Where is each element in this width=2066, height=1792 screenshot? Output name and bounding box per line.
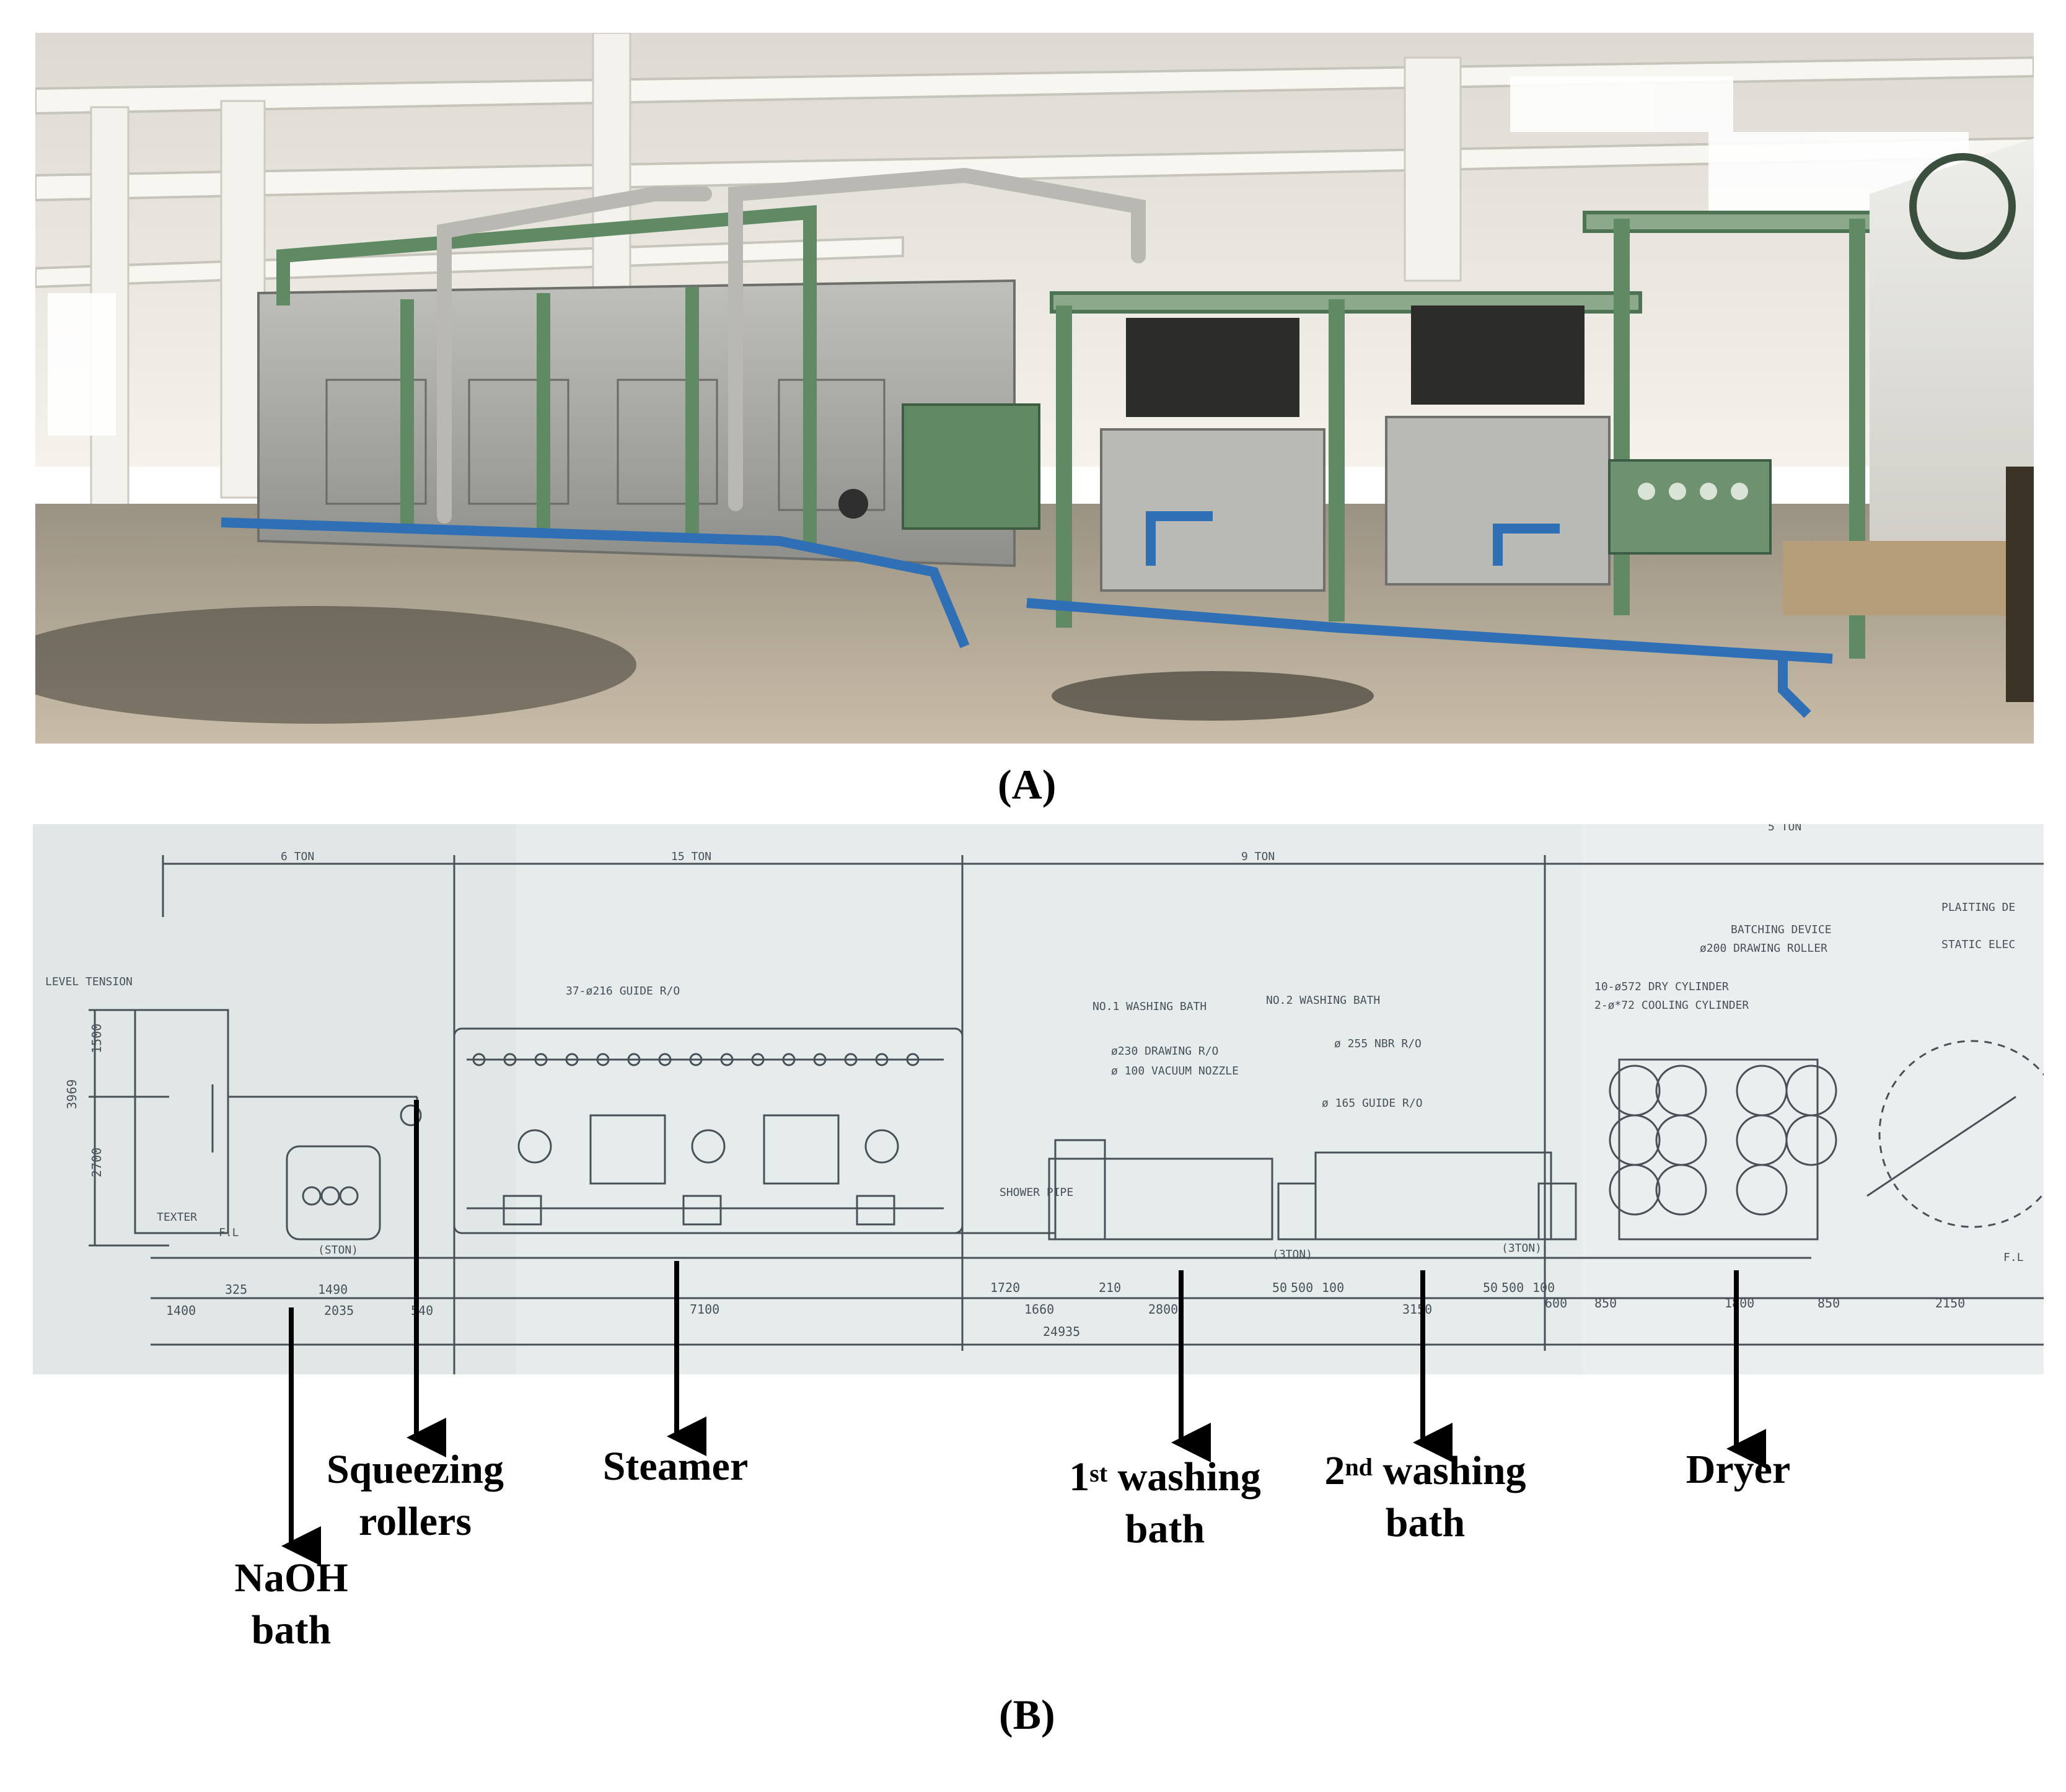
weight-label: 6 TON — [281, 850, 314, 863]
dim-row1: 1720 — [990, 1280, 1020, 1295]
callout-steamer: Steamer — [582, 1441, 768, 1493]
note-3ton-1: (3TON) — [1272, 1248, 1312, 1261]
dim-row1: 325 — [225, 1282, 247, 1297]
note-guide-ro: ø 165 GUIDE R/O — [1322, 1097, 1423, 1110]
note-shower-pipe: SHOWER PIPE — [1000, 1186, 1073, 1199]
callout-wash2-sup: nd — [1345, 1453, 1373, 1481]
callout-dryer: Dryer — [1661, 1444, 1816, 1496]
dim-row1: 500 — [1291, 1280, 1313, 1295]
dim-row2: 600 — [1545, 1296, 1567, 1311]
dim-row1: 1490 — [318, 1282, 348, 1297]
note-washing-bath-2: NO.2 WASHING BATH — [1266, 994, 1380, 1007]
callout-squeezing-rollers: Squeezing rollers — [304, 1444, 527, 1548]
note-washing-bath-1: NO.1 WASHING BATH — [1092, 1000, 1207, 1013]
callout-second-washing-bath: 2nd washing bath — [1301, 1445, 1549, 1549]
machine-drawing: 6 TON 15 TON 9 TON 5 TON LEVEL TENSION T… — [33, 824, 2044, 1374]
note-vacuum-nozzle: ø 100 VACUUM NOZZLE — [1111, 1065, 1239, 1078]
note-drawing-ro: ø230 DRAWING R/O — [1111, 1045, 1218, 1058]
dim-total: 24935 — [1043, 1324, 1080, 1339]
dim-row1: 100 — [1322, 1280, 1344, 1295]
note-drawing-roller: ø200 DRAWING ROLLER — [1700, 942, 1827, 955]
callout-wash2-word: washing — [1382, 1448, 1526, 1493]
dim-row2: 7100 — [690, 1302, 719, 1317]
note-level-tension: LEVEL TENSION — [45, 975, 133, 988]
callout-wash1-num: 1 — [1069, 1454, 1090, 1500]
dim-row1: 210 — [1099, 1280, 1121, 1295]
note-plaiting: PLAITING DE — [1941, 901, 2015, 914]
note-dry-cylinder: 10-ø572 DRY CYLINDER — [1594, 980, 1729, 993]
panel-label-a: (A) — [998, 761, 1057, 808]
dim-row2: 2035 — [324, 1303, 354, 1318]
dim-row2: 2800 — [1148, 1302, 1178, 1317]
dim-row1: 50 — [1272, 1280, 1287, 1295]
note-fl-right: F.L — [2003, 1251, 2024, 1264]
callout-naoh-line1: NaOH — [234, 1555, 348, 1601]
note-fl-left: F.L — [219, 1226, 239, 1239]
dim-vertical: 3969 — [64, 1079, 79, 1109]
callout-wash2-line2: bath — [1385, 1500, 1466, 1545]
weight-label: 15 TON — [671, 850, 711, 863]
note-cooling-cylinder: 2-ø*72 COOLING CYLINDER — [1594, 999, 1749, 1012]
dim-row1: 500 — [1501, 1280, 1524, 1295]
callout-wash2-num: 2 — [1324, 1448, 1345, 1493]
note-texter: TEXTER — [157, 1211, 197, 1224]
dim-row1: 50 — [1483, 1280, 1498, 1295]
callout-squeezing-line2: rollers — [358, 1499, 472, 1544]
dim-row2: 540 — [411, 1303, 433, 1318]
callout-squeezing-line1: Squeezing — [326, 1447, 504, 1492]
callout-naoh-line2: bath — [251, 1607, 332, 1653]
note-guide-steamer: 37-ø216 GUIDE R/O — [566, 985, 680, 998]
weight-label: 5 TON — [1768, 824, 1801, 833]
callout-first-washing-bath: 1st washing bath — [1041, 1451, 1289, 1555]
machine-photo — [35, 33, 2034, 744]
dim-row1: 100 — [1532, 1280, 1555, 1295]
dim-vertical: 2700 — [89, 1148, 104, 1177]
note-batching-device: BATCHING DEVICE — [1731, 923, 1832, 936]
dim-row2: 1660 — [1024, 1302, 1054, 1317]
note-ston: (STON) — [318, 1244, 358, 1257]
dim-row2: 2150 — [1935, 1296, 1965, 1311]
note-3ton-2: (3TON) — [1501, 1242, 1542, 1255]
callout-steamer-line1: Steamer — [602, 1444, 749, 1489]
note-static: STATIC ELEC — [1941, 938, 2015, 951]
callout-wash1-sup: st — [1089, 1459, 1108, 1487]
dim-vertical: 1500 — [89, 1024, 104, 1053]
callout-wash1-line2: bath — [1125, 1506, 1205, 1552]
dim-row2: 850 — [1594, 1296, 1617, 1311]
dim-row2: 850 — [1818, 1296, 1840, 1311]
note-nbr-ro: ø 255 NBR R/O — [1334, 1037, 1422, 1050]
panel-label-b: (B) — [999, 1691, 1055, 1738]
weight-label: 9 TON — [1241, 850, 1275, 863]
callout-wash1-word: washing — [1117, 1454, 1261, 1500]
dim-row2: 1800 — [1725, 1296, 1754, 1311]
dim-row2: 1400 — [166, 1303, 196, 1318]
dim-row2: 3150 — [1402, 1302, 1432, 1317]
callout-naoh-bath: NaOH bath — [223, 1552, 359, 1656]
callout-dryer-line1: Dryer — [1686, 1447, 1791, 1492]
